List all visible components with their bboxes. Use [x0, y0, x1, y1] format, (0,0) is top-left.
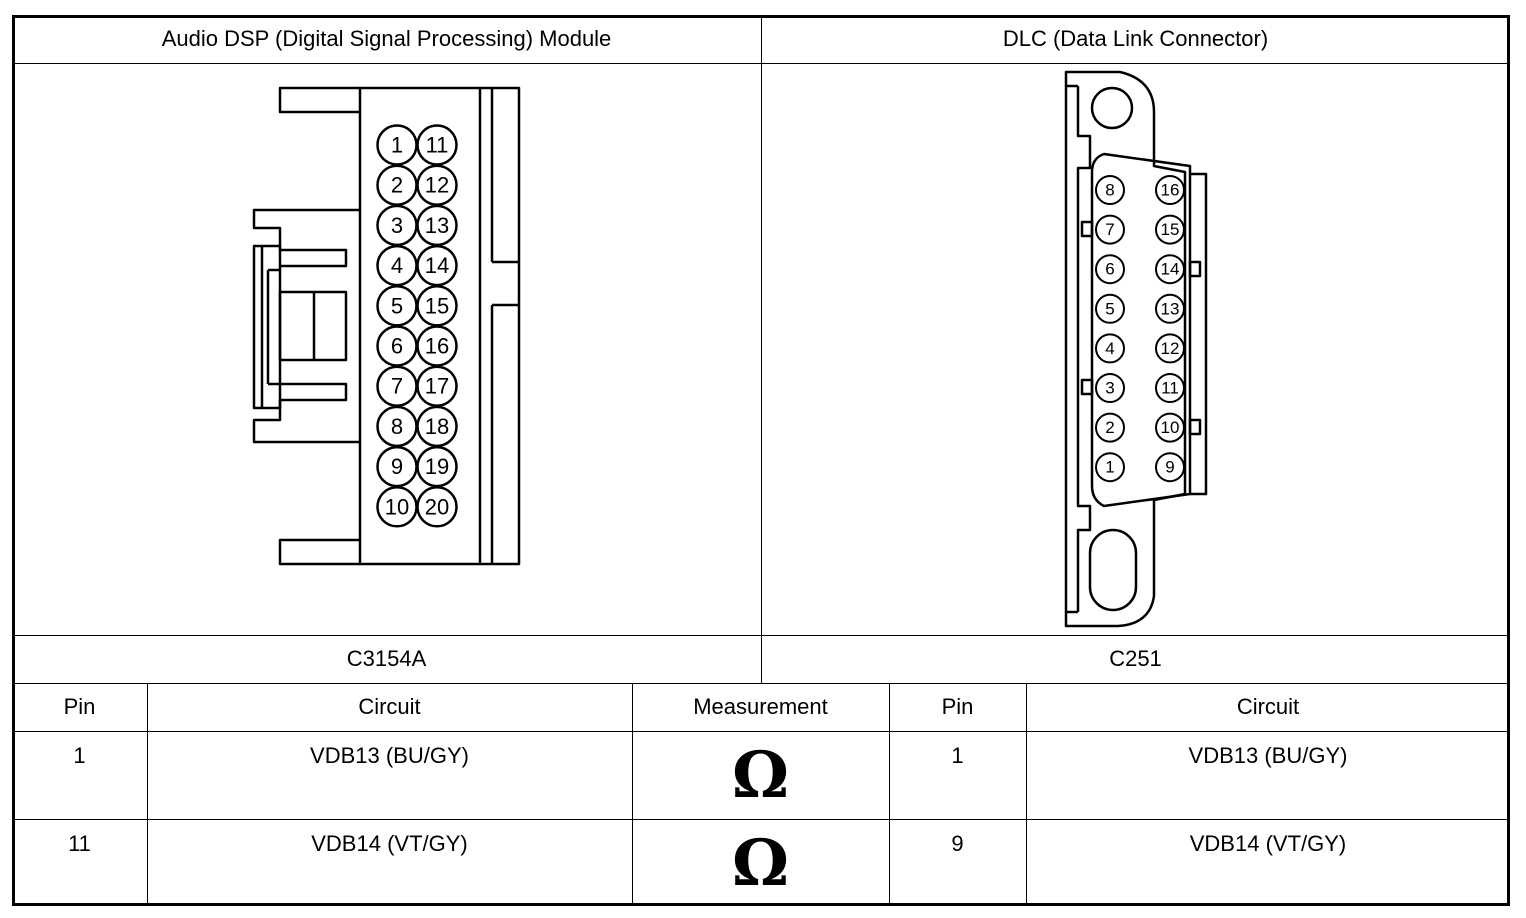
pin-label-3: 3: [1105, 379, 1114, 398]
pin-label-20: 20: [425, 494, 449, 519]
pin-label-16: 16: [425, 334, 449, 359]
table-row-divider: [12, 819, 1510, 820]
pin-label-14: 14: [425, 253, 449, 278]
pin-label-10: 10: [1161, 418, 1180, 437]
pin-label-1: 1: [391, 133, 403, 158]
left-module-title: Audio DSP (Digital Signal Processing) Mo…: [161, 26, 612, 51]
upper-center-divider: [761, 15, 762, 683]
left-connector-id: C3154A: [346, 646, 427, 671]
table-header-divider: [12, 731, 1510, 732]
pin-label-16: 16: [1161, 181, 1180, 200]
pin-circle-20: [416, 486, 458, 528]
pin-circle-5: [1095, 293, 1125, 324]
table-row-1-pin-a: 1: [73, 743, 86, 768]
table-row-2-circuit-b: VDB14 (VT/GY): [1189, 831, 1347, 856]
pin-circle-8: [1095, 175, 1125, 205]
pin-label-12: 12: [425, 173, 449, 198]
pin-label-9: 9: [1165, 458, 1174, 477]
column-divider-1: [147, 683, 148, 906]
pin-label-17: 17: [425, 374, 449, 399]
pin-label-6: 6: [1105, 260, 1114, 279]
right-module-title: DLC (Data Link Connector): [1002, 26, 1269, 51]
pin-label-7: 7: [1105, 220, 1114, 239]
pin-label-13: 13: [1161, 299, 1180, 318]
connector-id-divider: [12, 683, 1510, 684]
pin-circle-13: [1155, 293, 1185, 324]
pin-circle-9: [1155, 452, 1185, 483]
header-pin-a: Pin: [63, 694, 96, 719]
pin-label-15: 15: [1161, 220, 1180, 239]
pin-circle-14: [1155, 254, 1185, 285]
pin-circle-6: [1095, 254, 1125, 285]
column-divider-3: [889, 683, 890, 906]
pin-label-15: 15: [425, 293, 449, 318]
table-row-1-pin-b: 1: [951, 743, 964, 768]
pin-label-18: 18: [425, 414, 449, 439]
pin-label-6: 6: [391, 334, 403, 359]
header-pin-b: Pin: [941, 694, 974, 719]
table-row-1-circuit-a: VDB13 (BU/GY): [310, 743, 469, 768]
pin-circle-2: [1095, 412, 1125, 443]
header-measurement: Measurement: [693, 694, 828, 719]
pin-circle-3: [1095, 373, 1125, 403]
pin-circle-11: [1155, 373, 1185, 403]
table-row-1-circuit-b: VDB13 (BU/GY): [1188, 743, 1348, 768]
header-circuit-a: Circuit: [358, 694, 421, 719]
pin-label-8: 8: [1105, 181, 1114, 200]
pin-circle-10: [1155, 412, 1185, 443]
pin-circle-7: [1095, 214, 1125, 245]
pin-label-2: 2: [1105, 418, 1114, 437]
pin-label-9: 9: [391, 454, 403, 479]
pin-circle-15: [1155, 214, 1185, 245]
right-connector-id: C251: [1109, 646, 1162, 671]
pin-label-4: 4: [1105, 339, 1114, 358]
pin-circle-12: [1155, 333, 1185, 364]
table-row-2-ohm-icon: Ω: [732, 826, 789, 901]
pin-label-3: 3: [391, 213, 403, 238]
pin-label-11: 11: [1161, 379, 1179, 398]
pin-label-4: 4: [391, 253, 403, 278]
header-circuit-b: Circuit: [1236, 694, 1300, 719]
pin-label-5: 5: [391, 293, 403, 318]
column-divider-4: [1026, 683, 1027, 906]
pin-label-11: 11: [426, 133, 449, 158]
pin-label-13: 13: [425, 213, 449, 238]
pin-circle-4: [1095, 333, 1125, 364]
pin-label-7: 7: [391, 374, 403, 399]
pin-label-12: 12: [1161, 339, 1180, 358]
pin-label-5: 5: [1105, 299, 1114, 318]
table-row-2-pin-b: 9: [951, 831, 964, 856]
pin-label-14: 14: [1161, 260, 1180, 279]
pin-label-19: 19: [425, 454, 449, 479]
pin-label-8: 8: [391, 414, 403, 439]
pin-label-10: 10: [385, 494, 409, 519]
table-row-1-ohm-icon: Ω: [732, 738, 789, 813]
pin-label-2: 2: [391, 173, 403, 198]
pin-circle-1: [1095, 452, 1125, 483]
pin-circle-16: [1155, 175, 1185, 205]
table-row-2-circuit-a: VDB14 (VT/GY): [311, 831, 468, 856]
table-row-2-pin-a: 11: [68, 831, 91, 856]
pin-label-1: 1: [1105, 458, 1114, 477]
column-divider-2: [632, 683, 633, 906]
